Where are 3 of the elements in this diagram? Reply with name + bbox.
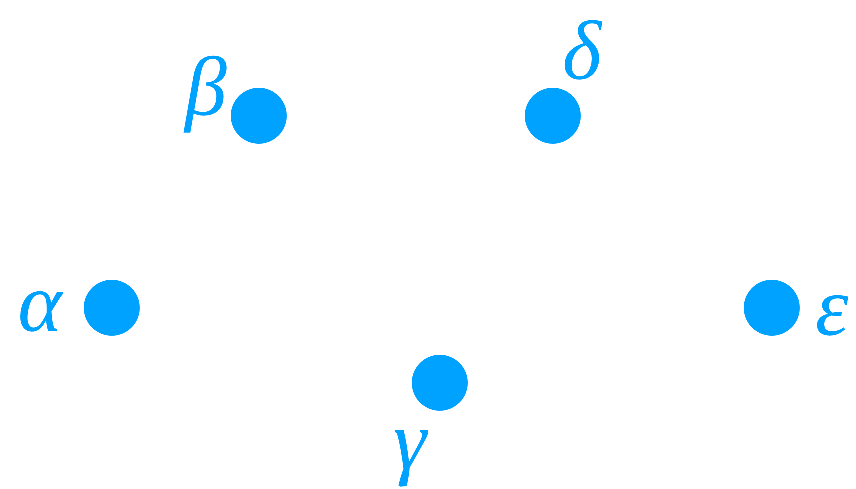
greek-letter-label: δ (562, 10, 602, 94)
greek-letter-label: α (18, 262, 62, 346)
greek-letter-label: ε (815, 266, 849, 350)
